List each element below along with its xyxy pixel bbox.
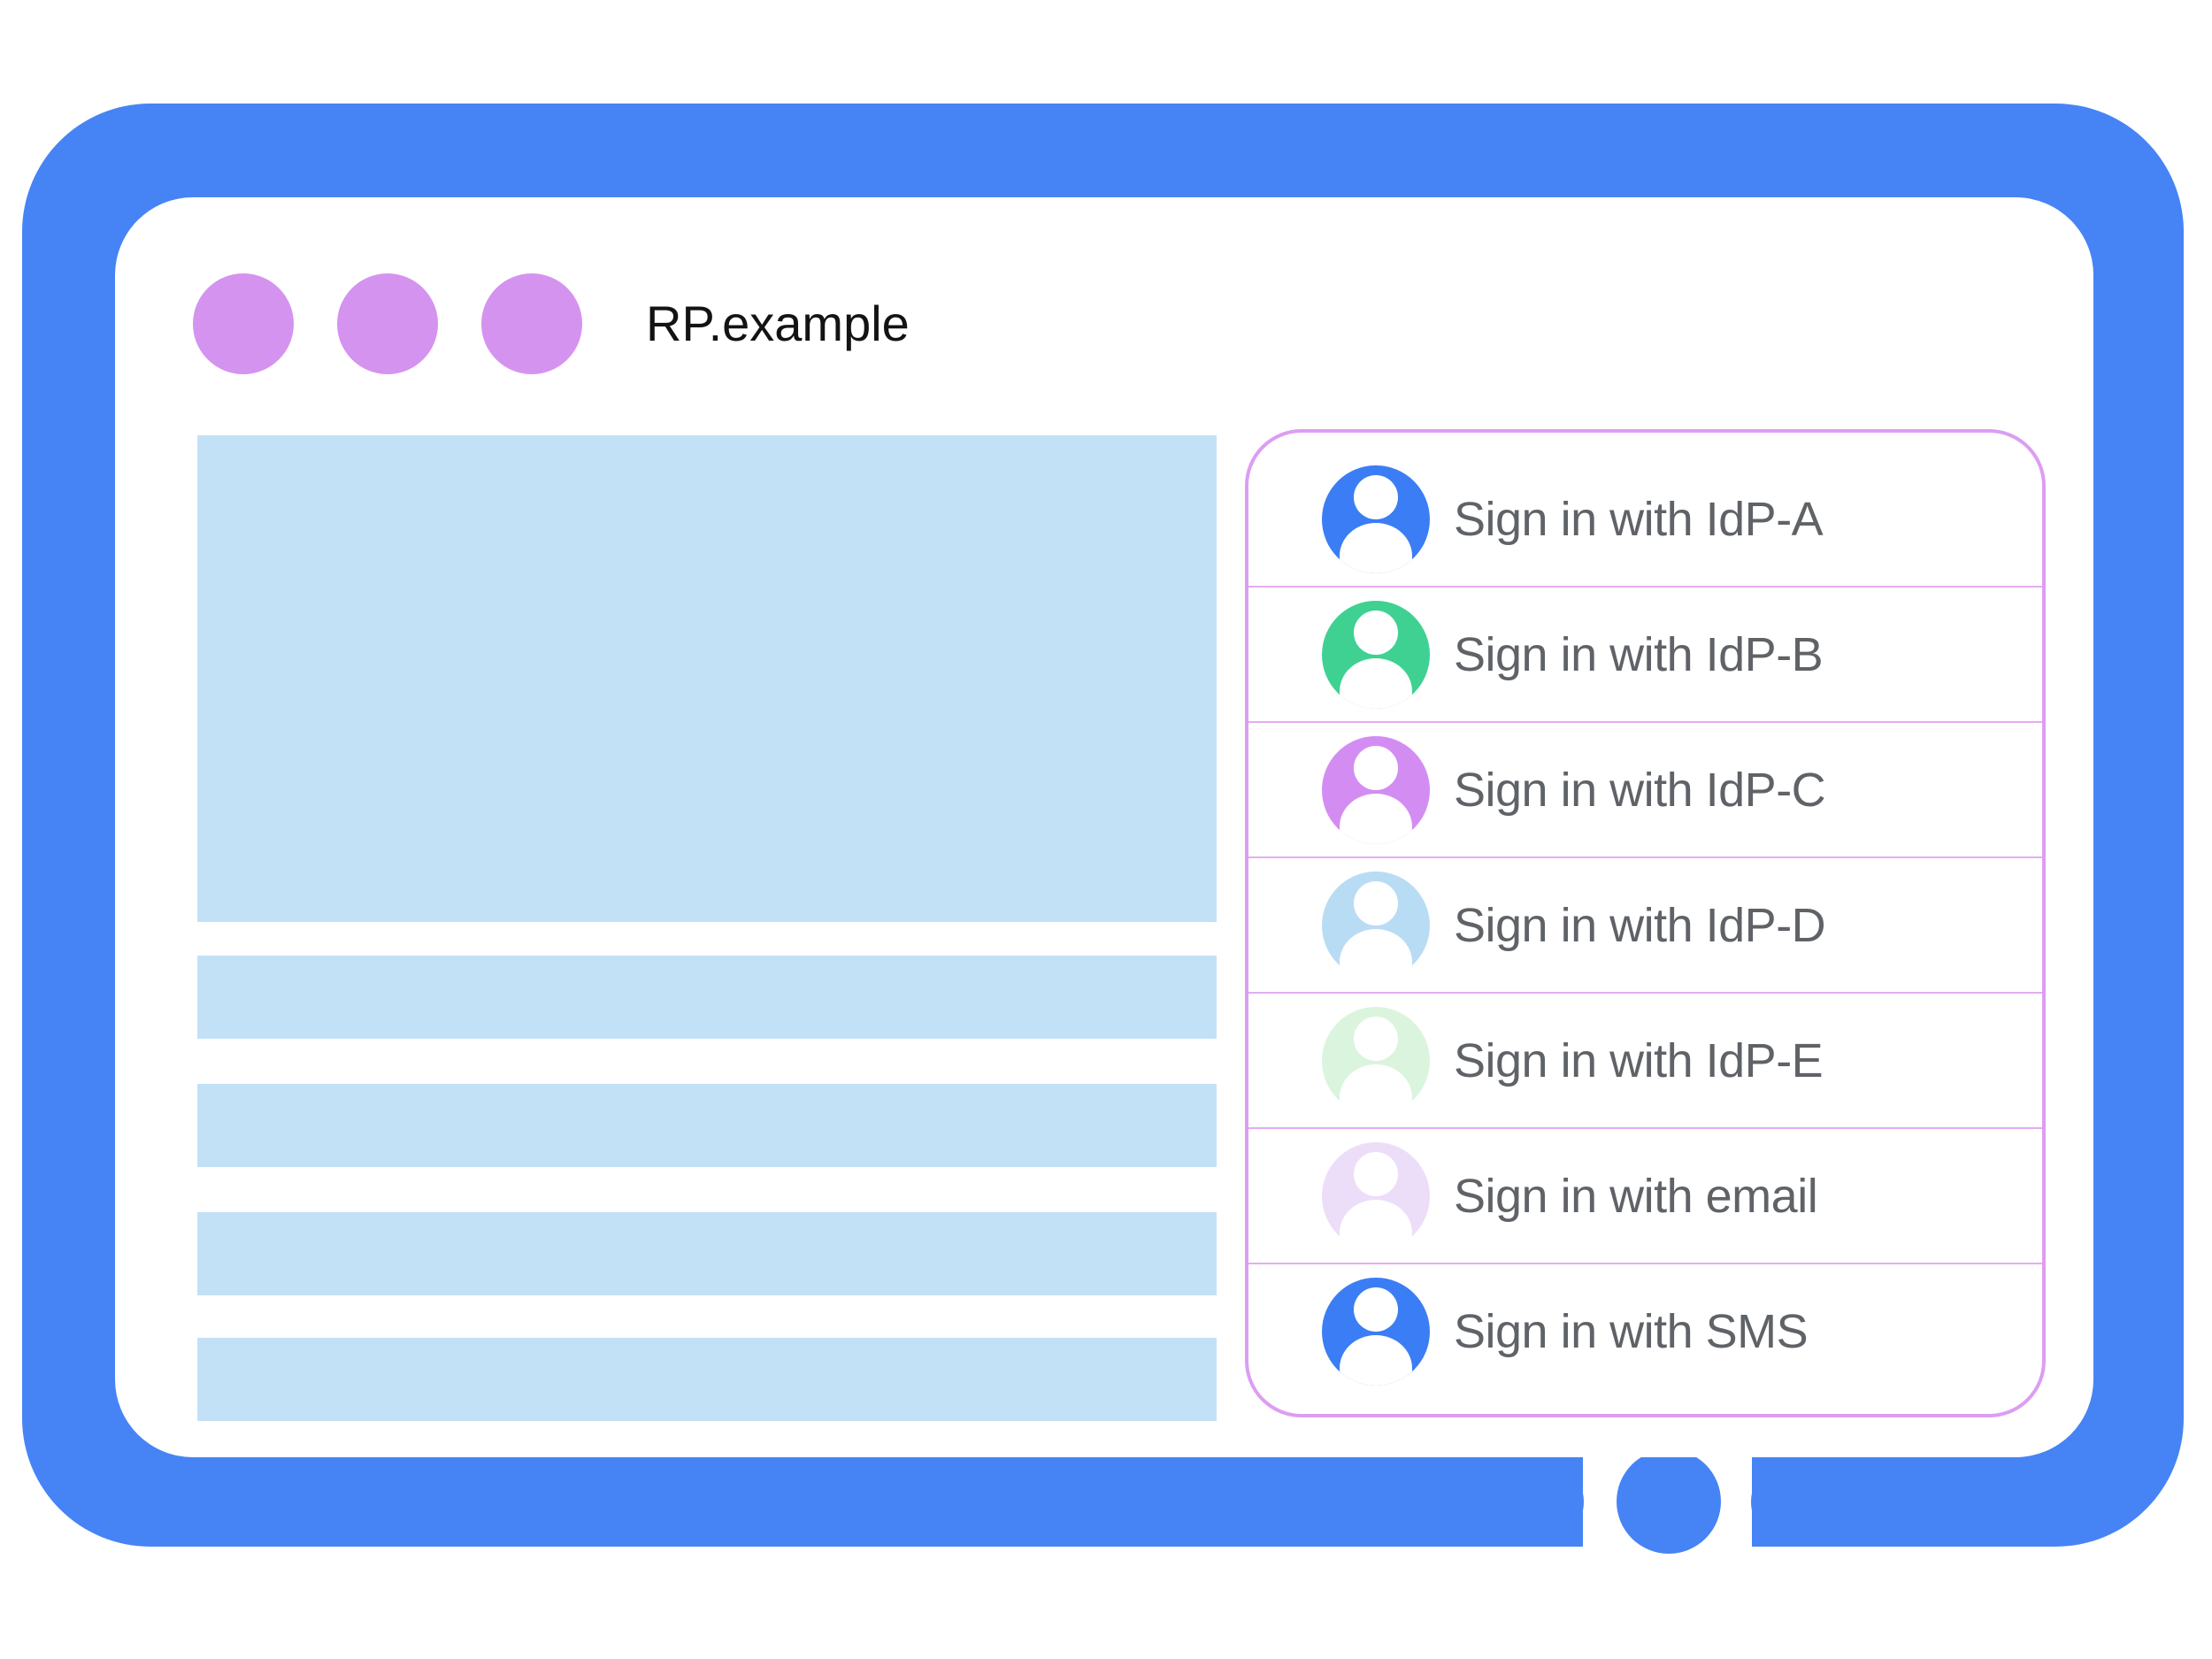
signin-panel: Sign in with IdP-A Sign in with IdP-B Si… xyxy=(1245,429,2046,1417)
window-control-dot xyxy=(481,273,582,374)
person-head-shape xyxy=(1353,611,1398,656)
signin-option-label: Sign in with IdP-E xyxy=(1454,1033,1824,1087)
signin-option-sms[interactable]: Sign in with SMS xyxy=(1248,1263,2042,1398)
signin-option-idp-d[interactable]: Sign in with IdP-D xyxy=(1248,856,2042,992)
content-placeholder-bar xyxy=(197,956,1217,1039)
person-icon xyxy=(1322,465,1430,573)
signin-option-label: Sign in with IdP-C xyxy=(1454,763,1826,817)
person-torso-shape xyxy=(1339,794,1413,844)
content-placeholder-hero xyxy=(197,435,1217,922)
person-torso-shape xyxy=(1339,1064,1413,1115)
content-placeholder-bar xyxy=(197,1084,1217,1167)
signin-option-email[interactable]: Sign in with email xyxy=(1248,1127,2042,1263)
person-torso-shape xyxy=(1339,1335,1413,1386)
person-head-shape xyxy=(1353,1152,1398,1197)
signin-option-idp-c[interactable]: Sign in with IdP-C xyxy=(1248,721,2042,856)
frame-notch-circle xyxy=(1617,1449,1721,1554)
signin-option-idp-e[interactable]: Sign in with IdP-E xyxy=(1248,992,2042,1127)
signin-option-idp-b[interactable]: Sign in with IdP-B xyxy=(1248,586,2042,721)
person-head-shape xyxy=(1353,475,1398,520)
content-placeholder-bar xyxy=(197,1212,1217,1295)
person-icon xyxy=(1322,1006,1430,1115)
person-torso-shape xyxy=(1339,658,1413,709)
person-head-shape xyxy=(1353,1017,1398,1062)
signin-option-label: Sign in with IdP-A xyxy=(1454,492,1824,546)
page-title: RP.example xyxy=(646,296,910,351)
person-icon xyxy=(1322,871,1430,979)
content-placeholder-bar xyxy=(197,1338,1217,1421)
person-head-shape xyxy=(1353,746,1398,791)
window-controls xyxy=(193,273,582,374)
signin-option-label: Sign in with IdP-D xyxy=(1454,898,1826,952)
person-icon xyxy=(1322,735,1430,844)
signin-option-label: Sign in with IdP-B xyxy=(1454,627,1824,681)
person-torso-shape xyxy=(1339,929,1413,979)
person-icon xyxy=(1322,600,1430,709)
frame-bottom-bar-right-cap xyxy=(1751,1457,1848,1547)
window-control-dot xyxy=(337,273,438,374)
person-head-shape xyxy=(1353,1287,1398,1333)
signin-option-idp-a[interactable]: Sign in with IdP-A xyxy=(1248,452,2042,586)
frame-bottom-bar-left-cap xyxy=(1492,1457,1584,1547)
window-control-dot xyxy=(193,273,294,374)
signin-option-label: Sign in with SMS xyxy=(1454,1304,1809,1358)
person-torso-shape xyxy=(1339,1200,1413,1250)
person-head-shape xyxy=(1353,881,1398,926)
signin-option-label: Sign in with email xyxy=(1454,1169,1818,1223)
person-icon xyxy=(1322,1277,1430,1386)
person-icon xyxy=(1322,1141,1430,1250)
person-torso-shape xyxy=(1339,523,1413,573)
